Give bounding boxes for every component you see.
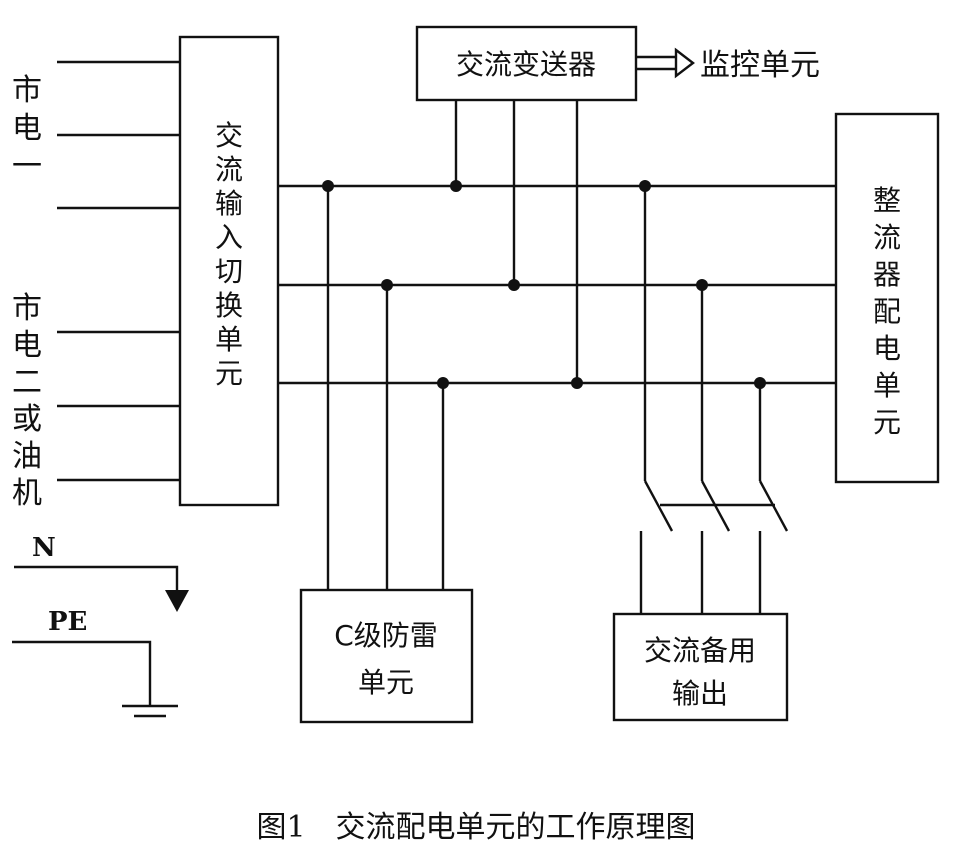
input-switch-unit-label: 交流输入切换单元 <box>215 119 243 390</box>
bus-bars <box>278 184 836 385</box>
backup-output-label-line1: 交流备用 <box>644 634 756 667</box>
ground-icon <box>122 704 178 718</box>
input-switch-unit-box <box>178 35 280 507</box>
mains2-input-lines <box>57 330 180 482</box>
neutral-line <box>14 565 189 612</box>
rectifier-distribution-label: 整流器配电单元 <box>873 184 901 439</box>
surge-protection-box <box>299 588 474 724</box>
surge-protection-label-line1: C级防雷 <box>334 619 438 652</box>
junction-dots <box>322 180 766 389</box>
surge-protection-label-line2: 单元 <box>358 666 414 699</box>
neutral-arrow-icon <box>165 590 189 612</box>
backup-taps <box>639 186 789 614</box>
mains1-input-lines <box>57 60 180 210</box>
backup-output-label-line2: 输出 <box>672 677 728 710</box>
pe-line <box>12 640 178 718</box>
transmitter-taps <box>454 100 579 383</box>
ac-transmitter-box <box>415 25 638 102</box>
neutral-label: N <box>32 533 56 563</box>
pe-label: PE <box>48 607 87 637</box>
ac-transmitter-label: 交流变送器 <box>456 48 596 81</box>
monitor-unit-label: 监控单元 <box>700 48 820 83</box>
mains1-label-group: 市电一 <box>12 73 42 184</box>
mains2-label: 市电二或油机 <box>12 291 42 511</box>
figure-caption: 图1 交流配电单元的工作原理图 <box>256 810 695 845</box>
surge-taps <box>326 186 445 590</box>
rectifier-distribution-box <box>834 112 940 484</box>
backup-output-box <box>612 612 789 722</box>
monitor-arrow <box>636 47 695 79</box>
mains2-label-group: 市电二或油机 <box>12 291 42 511</box>
mains1-label: 市电一 <box>12 73 42 184</box>
